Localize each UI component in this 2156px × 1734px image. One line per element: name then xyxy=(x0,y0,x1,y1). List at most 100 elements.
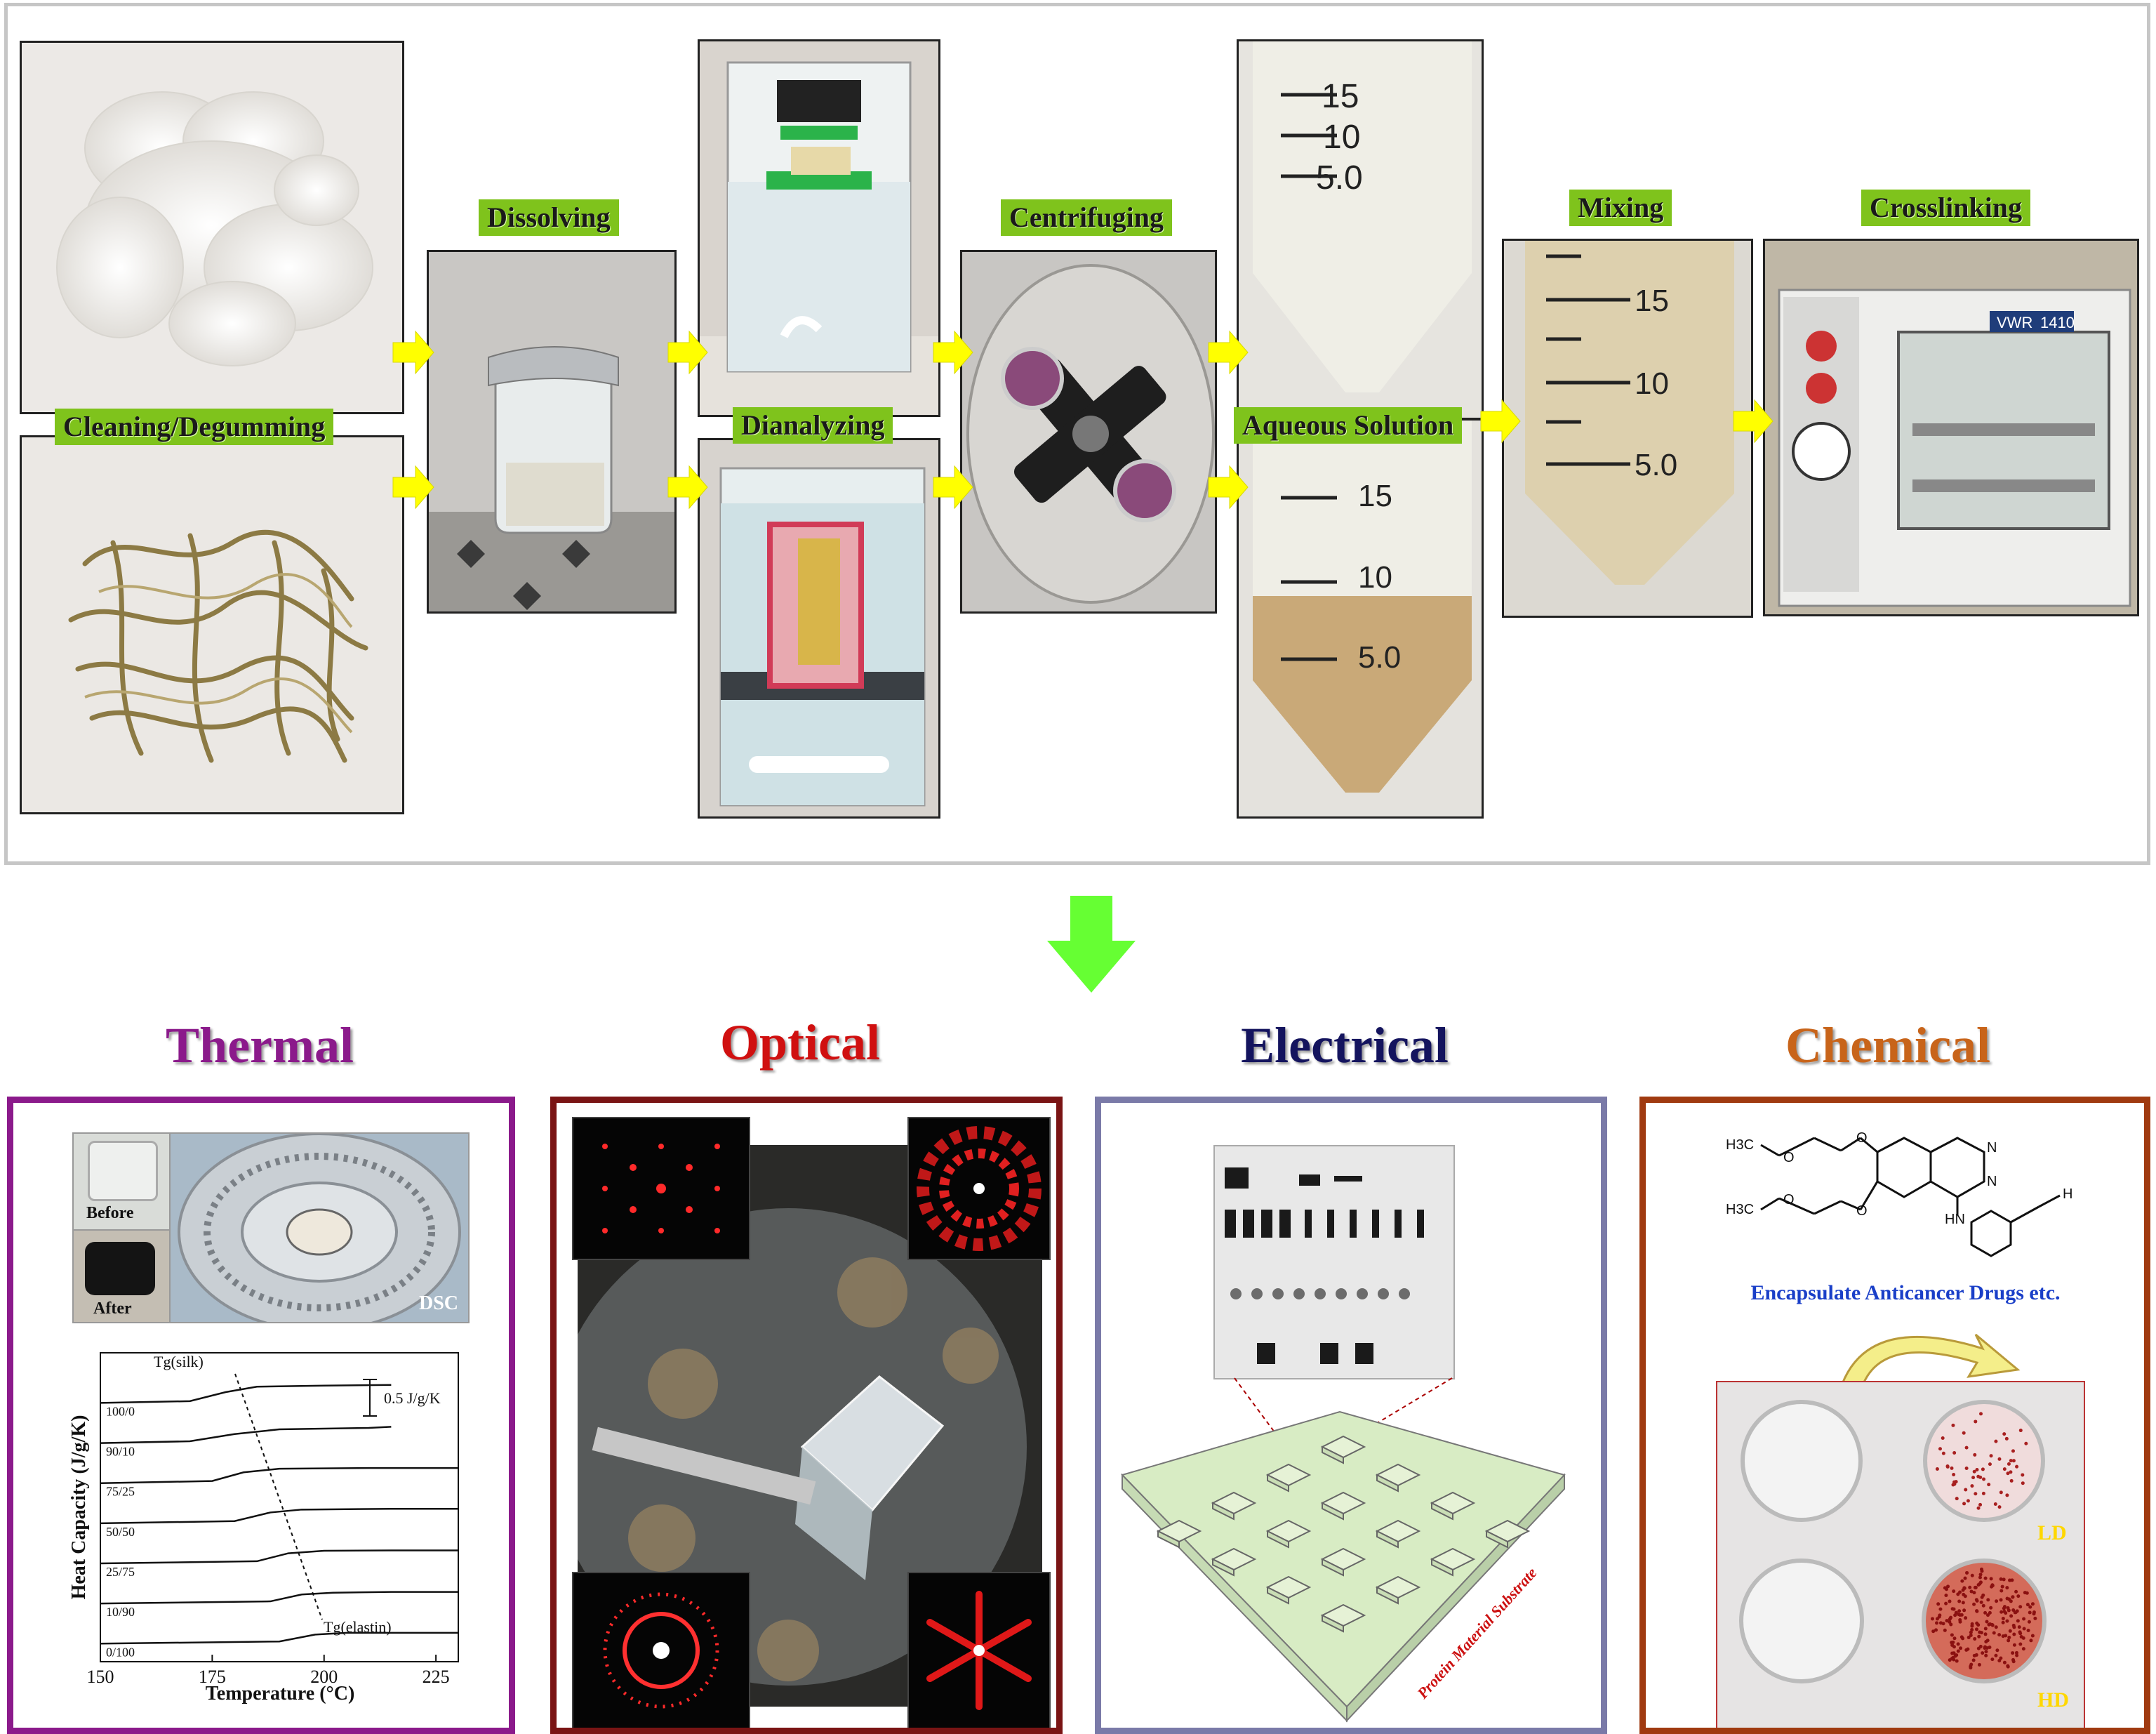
drug-particle xyxy=(1970,1628,1974,1632)
drug-particle xyxy=(2004,1611,2008,1615)
drug-particle xyxy=(1999,1610,2004,1614)
label-dialyzing: Dianalyzing xyxy=(733,407,893,444)
drug-particle xyxy=(1956,1642,1960,1646)
drug-particle xyxy=(2005,1493,2009,1497)
drug-particle xyxy=(1969,1666,1973,1670)
drug-particle xyxy=(2014,1650,2018,1655)
drug-particle xyxy=(1974,1598,1978,1602)
ld-label: LD xyxy=(2037,1521,2067,1544)
drug-particle xyxy=(2006,1664,2010,1669)
drug-particle xyxy=(1952,1450,1957,1455)
substrate-diagram: Protein Material Substrate xyxy=(1121,1377,1566,1723)
drug-particle xyxy=(1954,1610,1958,1615)
drug-particle xyxy=(1957,1609,1962,1613)
drug-particle xyxy=(1992,1631,1996,1635)
mix-mark-10: 10 xyxy=(1635,366,1669,401)
drug-particle xyxy=(1944,1601,1948,1606)
drug-particle xyxy=(1969,1633,1973,1637)
drug-particle xyxy=(2004,1436,2009,1441)
atom-n-2: N xyxy=(1987,1174,1997,1189)
drug-particle xyxy=(1977,1662,1981,1667)
drug-particle xyxy=(1975,1468,1979,1472)
dsc-x-tick-label: 200 xyxy=(310,1667,338,1687)
drug-particle xyxy=(2017,1625,2021,1629)
drug-particle xyxy=(2009,1459,2013,1463)
drug-particle xyxy=(1994,1439,1998,1443)
tube-mark-5: 5.0 xyxy=(1316,159,1363,197)
drug-particle xyxy=(1952,1645,1956,1649)
drug-particle xyxy=(2024,1441,2028,1445)
arrow-dialyze-to-centrifuge-2 xyxy=(933,465,973,510)
drug-particle xyxy=(1978,1573,1983,1577)
drug-particle xyxy=(1985,1620,1989,1624)
drug-particle xyxy=(1976,1582,1981,1587)
drug-particle xyxy=(1938,1607,1943,1611)
drug-particle xyxy=(1984,1653,1988,1657)
dsc-series-line xyxy=(100,1591,458,1605)
drug-particle xyxy=(2001,1617,2005,1621)
scale-bar-label: 0.5 J/g/K xyxy=(384,1389,441,1407)
drug-particle xyxy=(2005,1619,2009,1623)
drug-particle xyxy=(1941,1436,1945,1440)
drug-particle xyxy=(1981,1593,1985,1597)
drug-particle xyxy=(1995,1599,1999,1603)
drug-particle xyxy=(1990,1657,1995,1662)
drug-particle xyxy=(1973,1452,1977,1457)
drug-particle xyxy=(1948,1599,1952,1603)
drug-particle xyxy=(1958,1620,1962,1624)
dissolving-photo xyxy=(427,250,677,614)
atom-n-1: N xyxy=(1987,1140,1997,1156)
drug-particle xyxy=(1959,1646,1963,1650)
drug-particle xyxy=(1997,1505,2002,1509)
dsc-series-label: 75/25 xyxy=(106,1485,135,1499)
drug-particle xyxy=(2011,1459,2016,1463)
electrode-square-side xyxy=(1212,1558,1235,1577)
drug-particle xyxy=(1962,1502,1967,1506)
drug-particle xyxy=(2007,1462,2011,1466)
drug-particle xyxy=(2012,1643,2016,1647)
drug-particle xyxy=(2032,1612,2036,1616)
electrode-square-side xyxy=(1322,1445,1344,1464)
drug-particle xyxy=(1965,1570,1969,1575)
electrode-square-side xyxy=(1212,1502,1235,1521)
drug-particle xyxy=(1964,1466,1969,1470)
mix-mark-5: 5.0 xyxy=(1635,448,1677,482)
drug-particle xyxy=(2011,1657,2016,1662)
drug-particle xyxy=(1978,1475,1983,1479)
label-dissolving: Dissolving xyxy=(479,199,619,236)
electrode-square-side xyxy=(1431,1558,1453,1577)
drug-particle xyxy=(2021,1647,2025,1651)
drug-particle xyxy=(1981,1651,1985,1655)
aqueous-tube-bottom-photo: 15 10 5.0 xyxy=(1237,418,1484,819)
drug-particle xyxy=(2025,1603,2030,1607)
drug-particle xyxy=(2002,1432,2007,1436)
atom-h3c-1: H3C xyxy=(1726,1137,1754,1153)
drug-particle xyxy=(2009,1470,2013,1474)
drug-particle xyxy=(1961,1601,1965,1605)
tube2-mark-10: 10 xyxy=(1358,560,1392,595)
drug-particle xyxy=(1983,1632,1988,1636)
drug-particle xyxy=(2011,1449,2015,1453)
process-arrows xyxy=(392,330,1774,510)
drug-particle xyxy=(1930,1617,1934,1621)
tube2-mark-15: 15 xyxy=(1358,479,1392,513)
drug-particle xyxy=(2011,1595,2015,1599)
panel-electrical: Protein Material Substrate xyxy=(1095,1097,1607,1734)
arrow-clean-to-dissolve-2 xyxy=(392,465,434,510)
curved-arrow xyxy=(1840,1333,2021,1385)
drug-particle xyxy=(1935,1617,1939,1621)
drug-particle xyxy=(1986,1613,1990,1617)
drug-particle xyxy=(1951,1483,1955,1487)
drug-particle xyxy=(2001,1634,2005,1639)
electrode-square-side xyxy=(1486,1530,1508,1549)
drug-particle xyxy=(1973,1585,1977,1589)
down-arrow xyxy=(1047,896,1136,993)
drug-particle xyxy=(1957,1599,1962,1603)
drug-particle xyxy=(2006,1471,2010,1476)
drug-particle xyxy=(1993,1502,1997,1507)
drug-particle xyxy=(2002,1606,2006,1610)
label-crosslinking: Crosslinking xyxy=(1861,190,2031,226)
drug-particle xyxy=(1970,1484,1974,1488)
